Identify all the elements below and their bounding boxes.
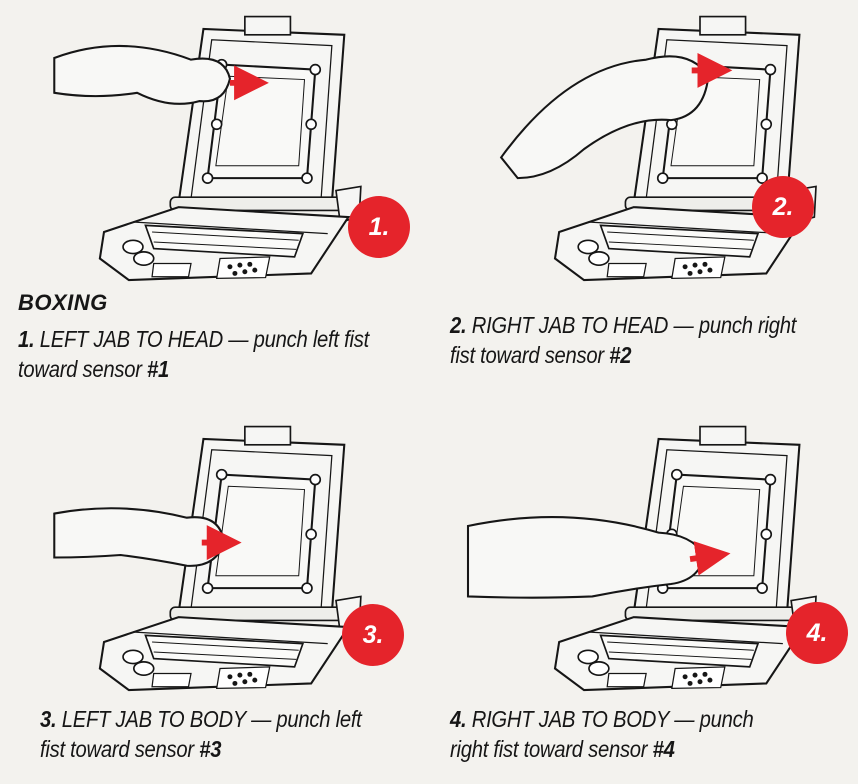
fist-icon [53, 507, 226, 567]
step-badge: 4. [786, 602, 848, 664]
step-text-line2: right fist toward sensor [450, 736, 653, 762]
sensor-label: #1 [147, 356, 170, 382]
step-badge: 1. [348, 196, 410, 258]
step-badge: 2. [752, 176, 814, 238]
sensor-label: #4 [652, 736, 675, 762]
step-number: 3. [40, 706, 57, 732]
step-badge: 3. [342, 604, 404, 666]
right-jab-head-illustration [499, 15, 818, 282]
fist-icon [53, 44, 232, 105]
arrow-icon [689, 541, 731, 576]
step-3-caption: 3. LEFT JAB TO BODY — punch left fist to… [40, 704, 362, 764]
left-jab-body-illustration [53, 425, 362, 692]
sensor-label: #2 [609, 342, 632, 368]
step-text-line2: toward sensor [18, 356, 148, 382]
fist-icon [499, 55, 710, 180]
step-text: LEFT JAB TO BODY — punch left [61, 706, 362, 732]
step-number: 2. [450, 312, 467, 338]
step-text-line2: fist toward sensor [450, 342, 610, 368]
right-jab-body-illustration [466, 425, 818, 692]
step-text-line2: fist toward sensor [40, 736, 200, 762]
step-text: RIGHT JAB TO BODY — punch [471, 706, 754, 732]
step-4-caption: 4. RIGHT JAB TO BODY — punch right fist … [450, 704, 754, 764]
section-title: BOXING [18, 290, 108, 315]
step-text: LEFT JAB TO HEAD — punch left fist [39, 326, 369, 352]
step-2-caption: 2. RIGHT JAB TO HEAD — punch right fist … [450, 310, 796, 370]
step-text: RIGHT JAB TO HEAD — punch right [471, 312, 797, 338]
step-number: 1. [18, 326, 35, 352]
sensor-label: #3 [199, 736, 222, 762]
left-jab-head-illustration [53, 15, 362, 282]
step-1-caption: 1. LEFT JAB TO HEAD — punch left fist to… [18, 324, 369, 384]
step-number: 4. [450, 706, 467, 732]
